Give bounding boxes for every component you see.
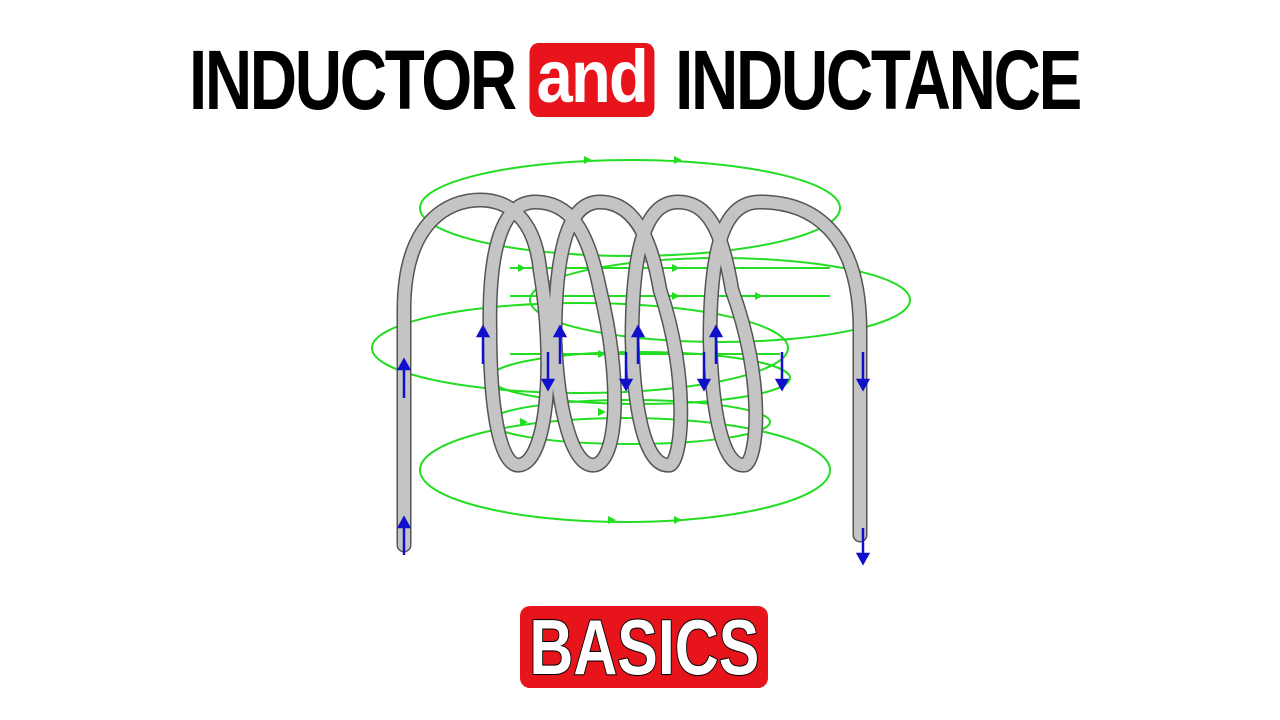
magnetic-field-lines [371,159,911,523]
inductor-coil [396,192,868,553]
field-loop-bottom [419,417,831,523]
current-arrows [396,324,871,566]
title-word-inductor: INDUCTOR [188,33,517,127]
field-loop-top [419,159,841,257]
basics-label: BASICS [528,603,759,691]
down-arrow-icon [855,352,871,392]
down-arrow-icon [540,352,556,392]
down-arrow-icon [696,352,712,392]
up-arrow-icon [708,324,724,364]
title-word-inductance: INDUCTANCE [675,33,1082,127]
up-arrow-icon [630,324,646,364]
page-title: INDUCTOR and INDUCTANCE [0,38,1280,122]
field-loop-middle [371,302,789,394]
up-arrow-icon [552,324,568,364]
inductor-coil-diagram [371,156,911,566]
up-arrow-icon [396,357,412,398]
up-arrow-icon [475,324,491,364]
up-arrow-icon [396,515,412,555]
basics-badge: BASICS [520,606,768,688]
down-arrow-icon [855,528,871,566]
down-arrow-icon [618,352,634,392]
title-and-badge: and [529,40,654,117]
down-arrow-icon [774,352,790,392]
